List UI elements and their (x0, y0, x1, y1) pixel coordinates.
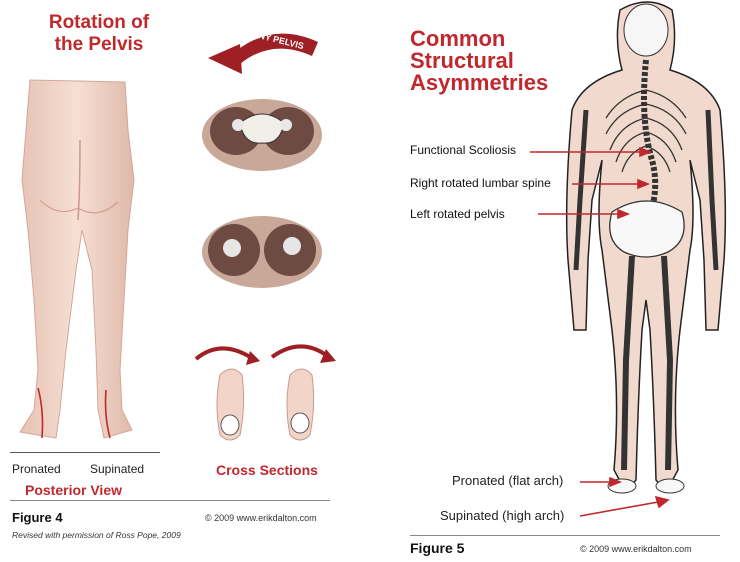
right-title: Common Structural Asymmetries (410, 28, 548, 94)
left-title-line2: the Pelvis (54, 34, 144, 55)
posterior-view-label: Posterior View (25, 482, 123, 498)
figure-4-label: Figure 4 (12, 510, 63, 525)
cross-sections-label: Cross Sections (216, 462, 318, 478)
left-divider-lower (10, 500, 330, 501)
right-title-line1: Common (410, 26, 506, 51)
annotation-left-rotated-pelvis: Left rotated pelvis (410, 207, 505, 221)
posterior-view-illustration (19, 79, 135, 439)
right-copyright: © 2009 www.erikdalton.com (580, 544, 692, 554)
label-pronated: Pronated (12, 462, 61, 476)
annotation-supinated-high-arch: Supinated (high arch) (440, 508, 565, 523)
annotation-functional-scoliosis: Functional Scoliosis (410, 143, 517, 157)
right-title-line3: Asymmetries (410, 70, 549, 95)
skeleton-illustration (565, 1, 727, 494)
left-copyright: © 2009 www.erikdalton.com (205, 513, 317, 523)
annotation-right-rotated-lumbar: Right rotated lumbar spine (410, 176, 551, 190)
annotation-arrows-lower (579, 476, 670, 517)
annotation-arrows-upper (530, 146, 653, 220)
cross-section-pelvis (202, 99, 322, 171)
figure-5-label: Figure 5 (410, 540, 465, 556)
annotation-pronated-flat-arch: Pronated (flat arch) (452, 473, 564, 488)
bony-pelvis-arrow: BONY PELVIS (208, 27, 318, 74)
right-divider (410, 535, 720, 536)
feet-rotation-illustration (194, 344, 336, 441)
cross-section-thigh (202, 216, 322, 288)
left-credit: Revised with permission of Ross Pope, 20… (12, 530, 181, 540)
right-title-line2: Structural (410, 48, 514, 73)
label-supinated: Supinated (90, 462, 145, 476)
left-title-line1: Rotation of (48, 12, 150, 33)
left-divider-upper (10, 452, 160, 453)
left-title: Rotation of the Pelvis (14, 12, 184, 56)
